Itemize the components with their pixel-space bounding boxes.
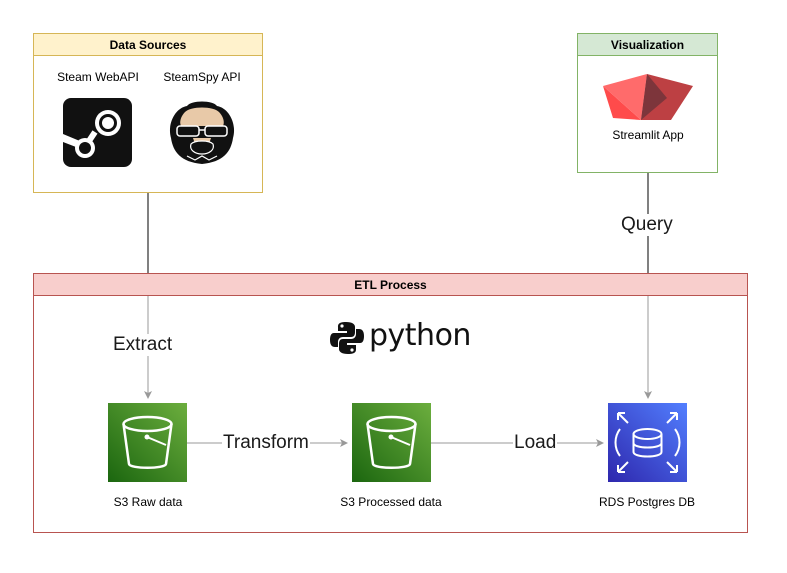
streamlit-logo-icon (601, 70, 695, 122)
rds-postgres-db-label: RDS Postgres DB (598, 495, 696, 509)
load-edge-label: Load (513, 432, 558, 454)
s3-processed-bucket-icon[interactable] (352, 403, 431, 482)
query-edge-label: Query (620, 214, 674, 236)
s3-processed-data-label: S3 Processed data (340, 495, 442, 509)
steamspy-api-label: SteamSpy API (163, 70, 241, 84)
steam-webapi-label: Steam WebAPI (57, 70, 139, 84)
python-logo-icon (330, 321, 364, 355)
visualization-title: Visualization (578, 34, 717, 56)
rds-database-icon[interactable] (608, 403, 687, 482)
data-sources-title: Data Sources (34, 34, 262, 56)
python-wordmark: python (369, 318, 471, 353)
s3-raw-bucket-icon[interactable] (108, 403, 187, 482)
steamspy-logo-icon (165, 98, 239, 166)
transform-edge-label: Transform (222, 432, 310, 454)
extract-edge-label: Extract (112, 334, 174, 356)
steam-logo-icon (63, 98, 132, 167)
etl-process-title: ETL Process (34, 274, 747, 296)
streamlit-app-label: Streamlit App (612, 128, 684, 142)
s3-raw-data-label: S3 Raw data (113, 495, 183, 509)
